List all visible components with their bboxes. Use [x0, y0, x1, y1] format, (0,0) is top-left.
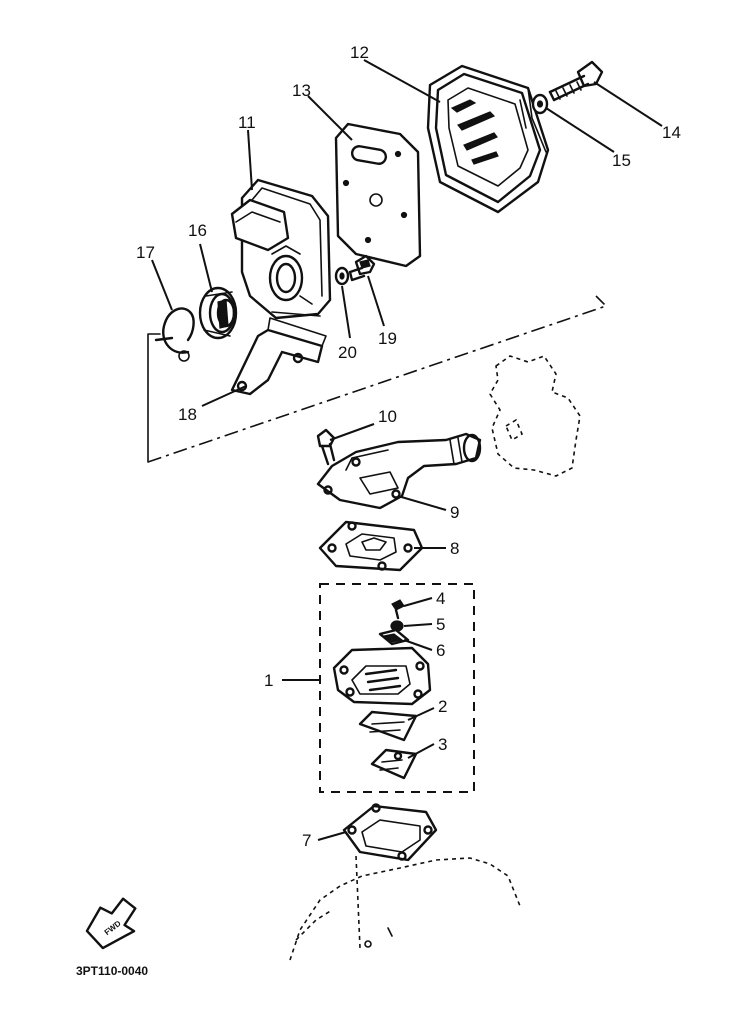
- leader-lines: [151, 59, 663, 841]
- callout-20: 20: [338, 343, 357, 362]
- callout-5: 5: [436, 615, 445, 634]
- part-9-intake-manifold: [316, 432, 482, 510]
- callout-9: 9: [450, 503, 459, 522]
- part-3-stopper: [370, 748, 418, 780]
- part-2-reed: [358, 710, 418, 742]
- callout-15: 15: [612, 151, 631, 170]
- callout-8: 8: [450, 539, 459, 558]
- part-13-gasket-plate: [334, 122, 422, 268]
- part-16-grommet: [198, 286, 238, 340]
- part-18-bracket: [230, 317, 327, 396]
- callout-3: 3: [438, 735, 447, 754]
- callout-2: 2: [438, 697, 447, 716]
- part-7-gasket: [342, 803, 438, 862]
- reed-valve-body: [332, 646, 432, 706]
- part-10-screw: [316, 428, 336, 466]
- callout-18: 18: [178, 405, 197, 424]
- part-4-screw: [391, 599, 405, 620]
- part-14-bolt: [548, 60, 604, 102]
- callout-numbers: 1 2 3 4 5 6 7 8 9 10 11 12 13 14 15 16 1…: [136, 43, 681, 850]
- reed-valve-assembly-box: [319, 583, 475, 793]
- part-6-stopper-plate: [378, 628, 410, 646]
- callout-11: 11: [238, 113, 256, 132]
- callout-19: 19: [378, 329, 397, 348]
- part-15-washer: [531, 93, 549, 115]
- callout-12: 12: [350, 43, 369, 62]
- part-17-clip-ring: [154, 307, 195, 362]
- callout-17: 17: [136, 243, 155, 262]
- callout-14: 14: [662, 123, 681, 142]
- callout-4: 4: [436, 589, 445, 608]
- part-20-washer: [334, 266, 350, 286]
- callout-1: 1: [264, 671, 273, 690]
- part-8-gasket: [318, 520, 424, 572]
- part-12-silencer-housing: [426, 64, 550, 214]
- callout-10: 10: [378, 407, 397, 426]
- forward-arrow: FWD: [85, 897, 137, 950]
- callout-16: 16: [188, 221, 207, 240]
- callout-6: 6: [436, 641, 445, 660]
- part-11-silencer-body: [230, 178, 332, 320]
- engine-outline-lower: [289, 855, 521, 961]
- subassembly-frame: [147, 295, 608, 463]
- callout-7: 7: [302, 831, 311, 850]
- drawing-code: 3PT110-0040: [76, 964, 148, 978]
- callout-13: 13: [292, 81, 311, 100]
- engine-outline-upper: [489, 355, 581, 477]
- part-19-screw: [348, 254, 376, 282]
